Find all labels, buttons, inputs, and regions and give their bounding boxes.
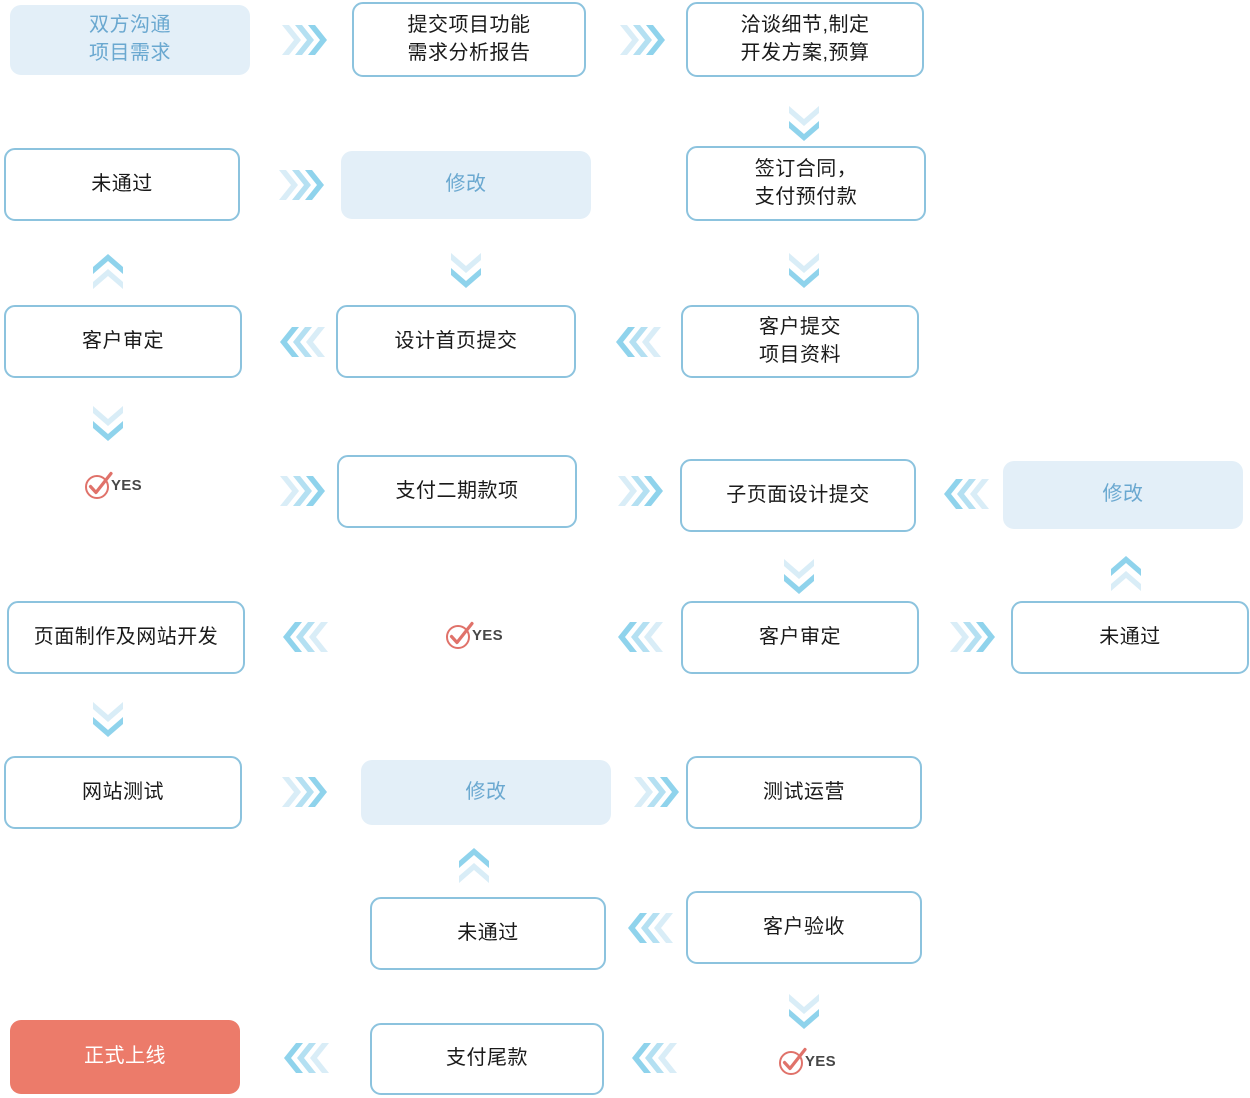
chevron-up-icon (452, 841, 496, 893)
chevron-right-icon (624, 772, 686, 812)
chevron-down-icon (782, 243, 826, 295)
flow-node-n06[interactable]: 签订合同， 支付预付款 (686, 146, 926, 221)
circle-check-icon (776, 1044, 810, 1078)
chevron-up-icon (86, 247, 130, 299)
chevron-left-icon (624, 1038, 686, 1078)
flow-node-n19[interactable]: 未通过 (370, 897, 606, 970)
chevron-down-icon (444, 243, 488, 295)
chevron-up-icon (1104, 549, 1148, 601)
flow-node-n12[interactable]: 修改 (1003, 461, 1243, 529)
flow-node-n11[interactable]: 子页面设计提交 (680, 459, 916, 532)
chevron-left-icon (608, 322, 670, 362)
yes-approved-marker: YES (443, 618, 503, 652)
flow-node-n07[interactable]: 客户审定 (4, 305, 242, 378)
flow-node-n05[interactable]: 修改 (341, 151, 591, 219)
yes-label: YES (472, 626, 503, 644)
flow-node-n04[interactable]: 未通过 (4, 148, 240, 221)
circle-check-icon (443, 618, 477, 652)
flow-node-n21[interactable]: 正式上线 (10, 1020, 240, 1094)
flow-node-n22[interactable]: 支付尾款 (370, 1023, 604, 1095)
yes-label: YES (805, 1052, 836, 1070)
chevron-down-icon (782, 96, 826, 148)
yes-label: YES (111, 476, 142, 494)
chevron-left-icon (275, 617, 337, 657)
flow-node-n20[interactable]: 客户验收 (686, 891, 922, 964)
chevron-right-icon (608, 471, 670, 511)
flow-node-n13[interactable]: 页面制作及网站开发 (7, 601, 245, 674)
yes-approved-marker: YES (776, 1044, 836, 1078)
chevron-down-icon (782, 984, 826, 1036)
flow-node-n08[interactable]: 设计首页提交 (336, 305, 576, 378)
chevron-left-icon (272, 322, 334, 362)
flow-node-n02[interactable]: 提交项目功能 需求分析报告 (352, 2, 586, 77)
flow-node-n09[interactable]: 客户提交 项目资料 (681, 305, 919, 378)
flow-node-n17[interactable]: 修改 (361, 760, 611, 825)
chevron-right-icon (272, 20, 334, 60)
chevron-down-icon (86, 396, 130, 448)
chevron-right-icon (272, 772, 334, 812)
flow-node-n16[interactable]: 网站测试 (4, 756, 242, 829)
chevron-down-icon (777, 549, 821, 601)
flow-node-n10[interactable]: 支付二期款项 (337, 455, 577, 528)
yes-approved-marker: YES (82, 468, 142, 502)
flow-node-n14[interactable]: 客户审定 (681, 601, 919, 674)
chevron-down-icon (86, 692, 130, 744)
chevron-left-icon (276, 1038, 338, 1078)
flow-node-n01[interactable]: 双方沟通 项目需求 (10, 5, 250, 75)
chevron-right-icon (272, 165, 328, 205)
chevron-right-icon (270, 471, 332, 511)
chevron-left-icon (936, 474, 998, 514)
flow-node-n18[interactable]: 测试运营 (686, 756, 922, 829)
chevron-left-icon (610, 617, 672, 657)
flow-node-n15[interactable]: 未通过 (1011, 601, 1249, 674)
chevron-left-icon (620, 908, 682, 948)
flow-node-n03[interactable]: 洽谈细节,制定 开发方案,预算 (686, 2, 924, 77)
circle-check-icon (82, 468, 116, 502)
chevron-right-icon (610, 20, 672, 60)
chevron-right-icon (940, 617, 1002, 657)
